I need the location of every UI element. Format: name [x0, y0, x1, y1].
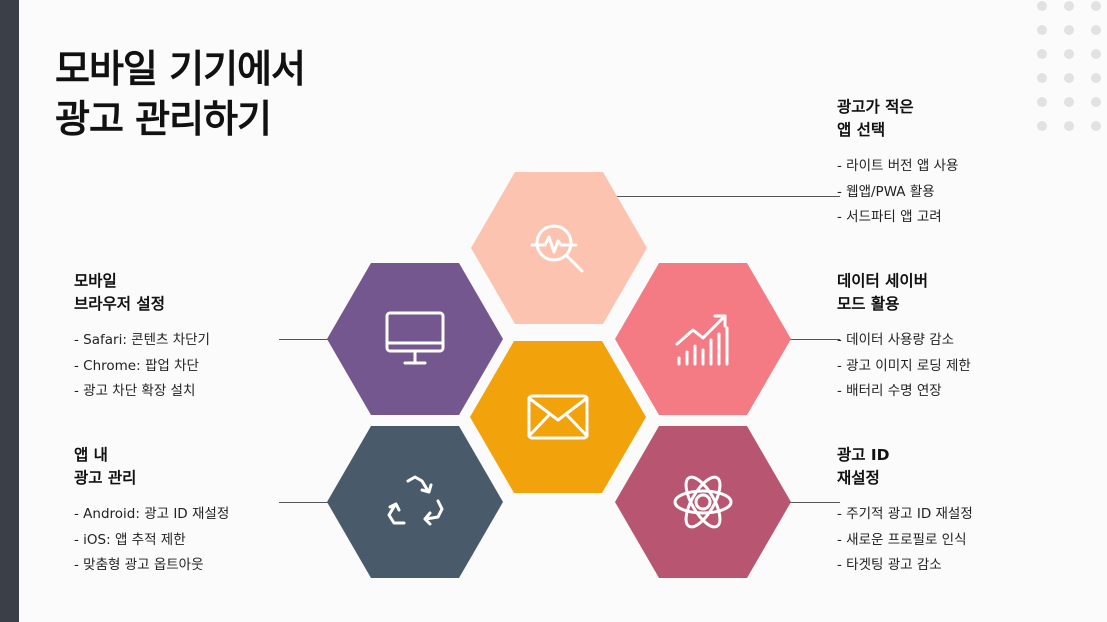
hexagon-center — [470, 341, 646, 493]
connector-line-right-bottom — [785, 502, 840, 503]
section-mobile-browser: 모바일 브라우저 설정 - Safari: 콘텐츠 차단기 - Chrome: … — [74, 270, 210, 405]
section-data-saver: 데이터 세이버 모드 활용 - 데이터 사용량 감소 - 광고 이미지 로딩 제… — [837, 270, 971, 405]
section-items: - Android: 광고 ID 재설정 - iOS: 앱 추적 제한 - 맞춤… — [74, 502, 229, 579]
connector-line-left-top — [279, 339, 329, 340]
list-item: - 광고 이미지 로딩 제한 — [837, 357, 971, 374]
page-title: 모바일 기기에서 광고 관리하기 — [55, 44, 306, 144]
section-title: 앱 내 광고 관리 — [74, 446, 137, 487]
recycle-icon — [387, 475, 444, 526]
list-item: - 웹앱/PWA 활용 — [837, 183, 935, 200]
connector-line-left-bottom — [279, 502, 329, 503]
hexagon-top — [471, 172, 647, 324]
list-item: - Android: 광고 ID 재설정 — [74, 506, 230, 522]
left-sidebar-bar — [0, 0, 19, 622]
list-item: - 맞춤형 광고 옵트아웃 — [74, 557, 204, 573]
list-item: - 광고 차단 확장 설치 — [74, 383, 196, 399]
section-ad-free-apps: 광고가 적은 앱 선택 - 라이트 버전 앱 사용 - 웹앱/PWA 활용 - … — [837, 96, 958, 231]
connector-line-right-top — [785, 339, 840, 340]
list-item: - Chrome: 팝업 차단 — [74, 357, 199, 374]
envelope-icon — [527, 394, 589, 440]
section-title: 광고가 적은 앱 선택 — [837, 98, 914, 139]
section-items: - Safari: 콘텐츠 차단기 - Chrome: 팝업 차단 - 광고 차… — [74, 328, 210, 405]
atom-icon — [673, 475, 733, 529]
page-title-line1: 모바일 기기에서 — [55, 47, 306, 91]
hexagon-left-bottom — [327, 426, 503, 578]
decorative-dot-grid — [1034, 0, 1107, 140]
connector-line-top — [612, 196, 840, 197]
section-title: 모바일 브라우저 설정 — [74, 272, 165, 313]
list-item: - Safari: 콘텐츠 차단기 — [74, 332, 210, 348]
list-item: - 타겟팅 광고 감소 — [837, 557, 942, 573]
section-items: - 데이터 사용량 감소 - 광고 이미지 로딩 제한 - 배터리 수명 연장 — [837, 328, 971, 405]
list-item: - 라이트 버전 앱 사용 — [837, 158, 959, 174]
growth-chart-icon — [675, 314, 729, 366]
list-item: - 서드파티 앱 고려 — [837, 209, 942, 225]
section-in-app-ads: 앱 내 광고 관리 - Android: 광고 ID 재설정 - iOS: 앱 … — [74, 444, 229, 579]
monitor-icon — [385, 311, 445, 365]
hexagon-right-top — [615, 263, 791, 415]
analytics-search-icon — [530, 224, 584, 273]
page-title-line2: 광고 관리하기 — [55, 97, 272, 141]
list-item: - 주기적 광고 ID 재설정 — [837, 506, 973, 522]
section-ad-id-reset: 광고 ID 재설정 - 주기적 광고 ID 재설정 - 새로운 프로필로 인식 … — [837, 444, 973, 579]
list-item: - iOS: 앱 추적 제한 — [74, 531, 186, 548]
section-title: 데이터 세이버 모드 활용 — [837, 272, 928, 313]
list-item: - 배터리 수명 연장 — [837, 383, 942, 399]
list-item: - 새로운 프로필로 인식 — [837, 531, 967, 548]
section-title: 광고 ID 재설정 — [837, 446, 890, 487]
section-items: - 라이트 버전 앱 사용 - 웹앱/PWA 활용 - 서드파티 앱 고려 — [837, 154, 958, 231]
hexagon-right-bottom — [615, 426, 791, 578]
list-item: - 데이터 사용량 감소 — [837, 332, 955, 348]
hexagon-left-top — [327, 263, 503, 415]
section-items: - 주기적 광고 ID 재설정 - 새로운 프로필로 인식 - 타겟팅 광고 감… — [837, 502, 973, 579]
